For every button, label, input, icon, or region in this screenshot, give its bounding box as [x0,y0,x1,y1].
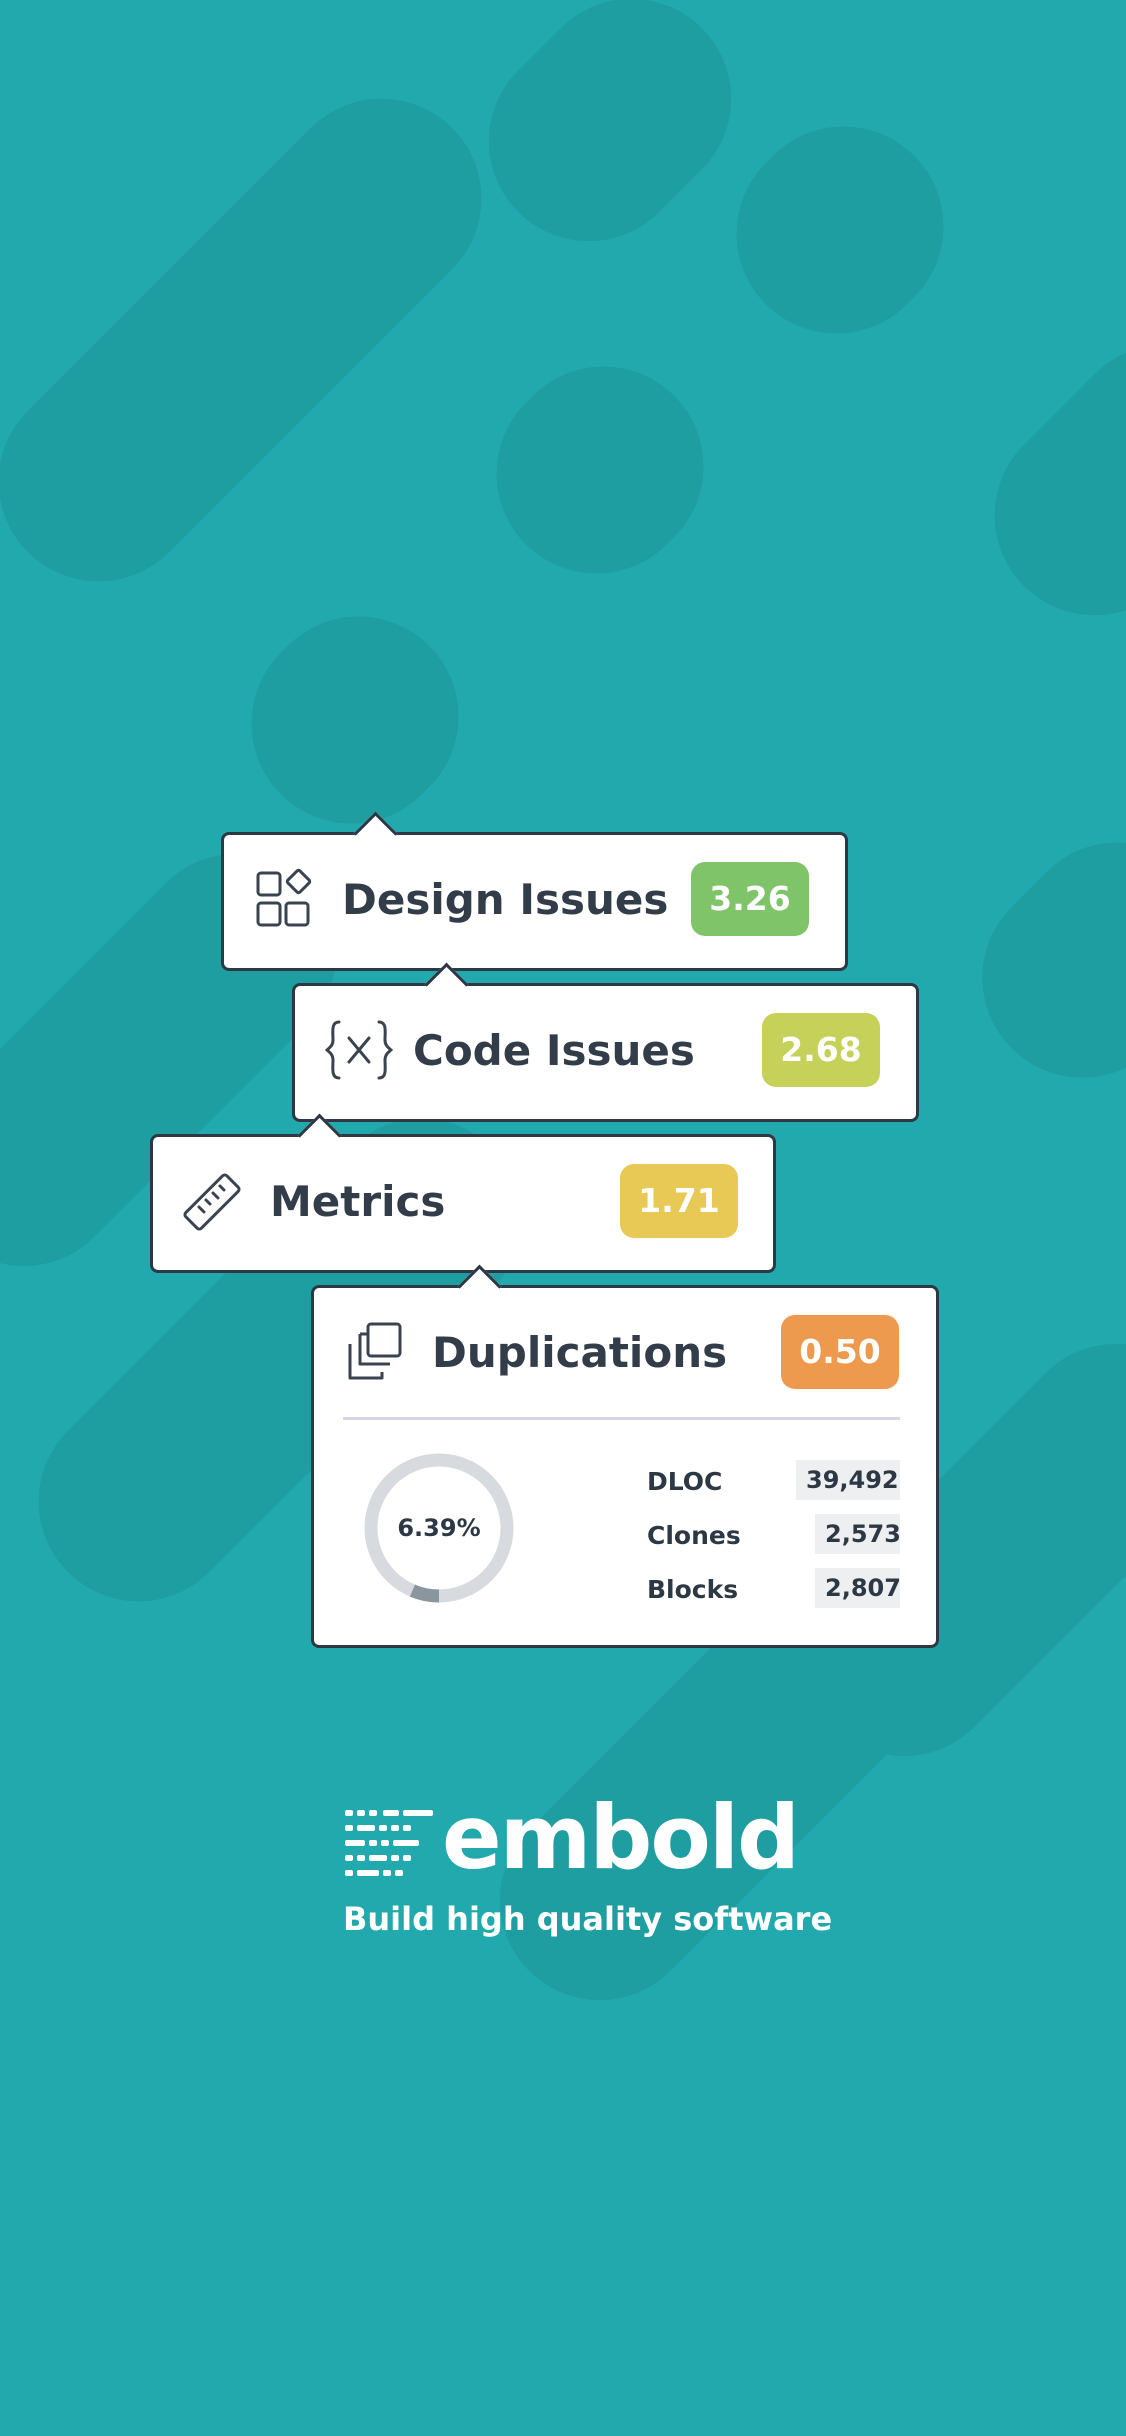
stat-label-dloc: DLOC [647,1467,723,1496]
background-shape [695,85,985,375]
components-icon [256,868,312,927]
code-braces-x-icon [325,1020,393,1080]
duplication-percent-arc [364,1453,514,1603]
design-issues-score: 3.26 [691,862,809,936]
divider [343,1417,900,1420]
ruler-icon [183,1173,241,1231]
duplication-donut-chart [364,1453,514,1603]
background-shape [455,325,745,615]
duplications-label: Duplications [432,1328,728,1377]
background-shape [953,303,1126,657]
duplications-score: 0.50 [781,1315,899,1389]
copies-icon [348,1322,402,1380]
stat-value-clones: 2,573 [815,1514,901,1554]
metrics-card[interactable]: Metrics 1.71 [150,1113,776,1273]
background-shape [447,0,773,283]
brand-name: embold [442,1786,800,1889]
embold-logo-icon [345,1810,433,1876]
code-issues-label: Code Issues [413,1026,695,1075]
stat-value-dloc: 39,492 [796,1460,900,1500]
design-issues-label: Design Issues [342,875,669,924]
brand-tagline: Build high quality software [343,1900,833,1938]
design-issues-card[interactable]: Design Issues 3.26 [221,811,848,971]
metrics-score: 1.71 [620,1164,738,1238]
background-shape [210,575,500,865]
stat-label-blocks: Blocks [647,1575,739,1604]
code-issues-card[interactable]: Code Issues 2.68 [292,962,919,1122]
metrics-label: Metrics [270,1177,446,1226]
stat-value-blocks: 2,807 [815,1568,901,1608]
code-issues-score: 2.68 [762,1013,880,1087]
stat-label-clones: Clones [647,1521,741,1550]
duplications-card[interactable]: Duplications 0.50 6.39% DLOC 39,492 Clon… [311,1264,939,1648]
background-shape [940,800,1126,1120]
duplication-percent-label: 6.39% [397,1514,481,1542]
background-shape [0,57,523,623]
